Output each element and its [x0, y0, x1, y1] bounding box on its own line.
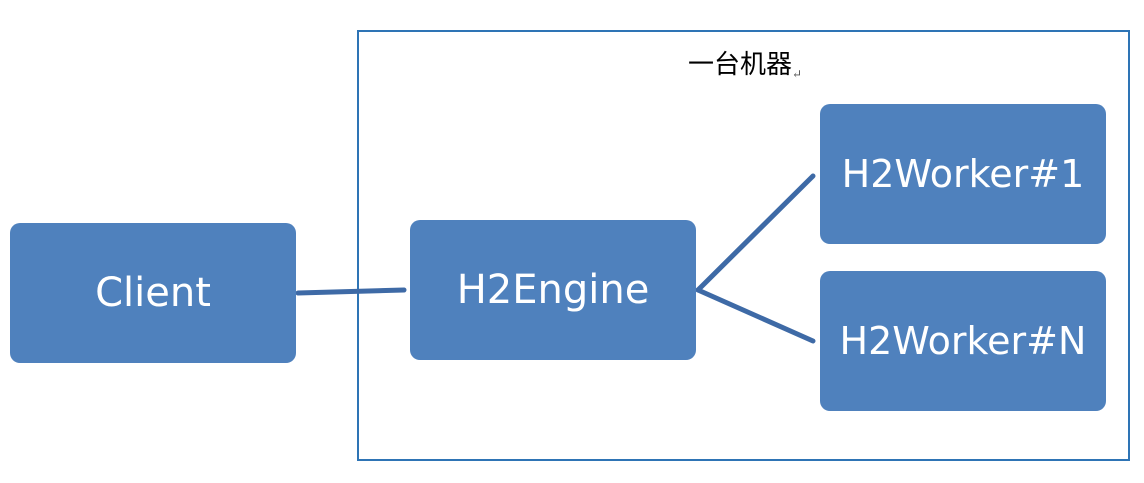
- h2engine-node: H2Engine: [410, 220, 696, 360]
- return-mark-icon: ↵: [792, 67, 803, 81]
- machine-label: 一台机器↵: [688, 44, 802, 81]
- client-node: Client: [10, 223, 296, 363]
- h2worker-n-node: H2Worker#N: [820, 271, 1106, 411]
- h2worker-1-node: H2Worker#1: [820, 104, 1106, 244]
- machine-container: [357, 30, 1130, 461]
- machine-label-text: 一台机器: [688, 50, 793, 80]
